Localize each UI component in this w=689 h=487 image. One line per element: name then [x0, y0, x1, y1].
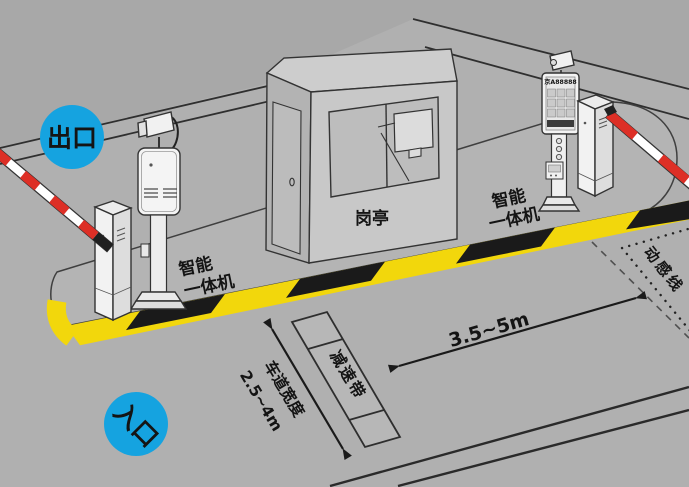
entrance-barrier-arm-red-stripes [606, 110, 689, 184]
booth-window-streak [380, 132, 410, 182]
exit-barrier-arm-red-stripes [0, 148, 99, 240]
camera-lens [550, 59, 557, 66]
guard-booth [265, 48, 458, 264]
booth-door-handle [289, 177, 295, 187]
reader-dot [555, 174, 557, 177]
entrance-badge-circle [104, 392, 168, 456]
exit-smart-machine [129, 111, 188, 310]
booth-window-detail-line [377, 122, 396, 128]
booth-window-mullion [385, 104, 388, 188]
arm-clamp [604, 105, 617, 116]
screen-bottom-bar [547, 120, 574, 127]
exit-barrier-gate [0, 148, 133, 322]
camera-lens [137, 120, 148, 138]
curb-black-stripes [126, 200, 689, 331]
barrier-post-dot [583, 121, 587, 125]
machine-indicator-dot [149, 163, 153, 167]
guard-booth-label: 岗亭 [355, 208, 389, 229]
barrier-post-front [94, 205, 114, 322]
machine-head-inner [141, 151, 177, 212]
barrier-post-vents [116, 227, 126, 242]
barrier-post-front [577, 99, 596, 198]
machine-base [134, 291, 183, 302]
exit-machine-label: 智能 一体机 [177, 253, 236, 302]
screen-tiles [547, 88, 575, 118]
exit-badge: 出口 [40, 105, 104, 169]
barrier-post-side [112, 206, 132, 322]
machine-base-plate [129, 300, 188, 310]
barrier-post-side [594, 100, 614, 198]
exit-badge-label: 出口 [47, 124, 97, 153]
back-wall [0, 0, 689, 148]
lane-divider-dashed [591, 241, 689, 339]
pole-bracket [140, 243, 150, 258]
reader-dot [550, 174, 552, 177]
screen-plate-text: 京A88888 [544, 78, 577, 86]
curb-left-cap [46, 299, 79, 346]
barrier-post-seam [577, 172, 614, 182]
pole-buttons [555, 137, 563, 161]
machine-pole [149, 214, 168, 293]
lane-width-arrow [263, 318, 352, 460]
booth-monitor-stand [408, 147, 422, 159]
lane-edge-line-1 [329, 385, 689, 487]
barrier-post-seam [94, 286, 132, 296]
booth-door [271, 101, 302, 255]
booth-monitor [393, 108, 434, 153]
loop-coil-dotted-zone [619, 227, 689, 332]
machine-vents [144, 188, 177, 198]
card-reader-screen [548, 164, 561, 173]
machine-base-plate [537, 204, 581, 212]
lane-edge-line-2 [397, 408, 689, 487]
entrance-smart-machine: 京A88888 [537, 50, 581, 212]
machine-base [541, 196, 577, 206]
entrance-badge: 入口 [104, 392, 168, 456]
exit-badge-circle [40, 105, 104, 169]
machine-head [137, 147, 181, 216]
island-length-arrow [388, 291, 647, 373]
arm-clamp [92, 232, 114, 252]
entrance-barrier-gate [576, 94, 689, 198]
